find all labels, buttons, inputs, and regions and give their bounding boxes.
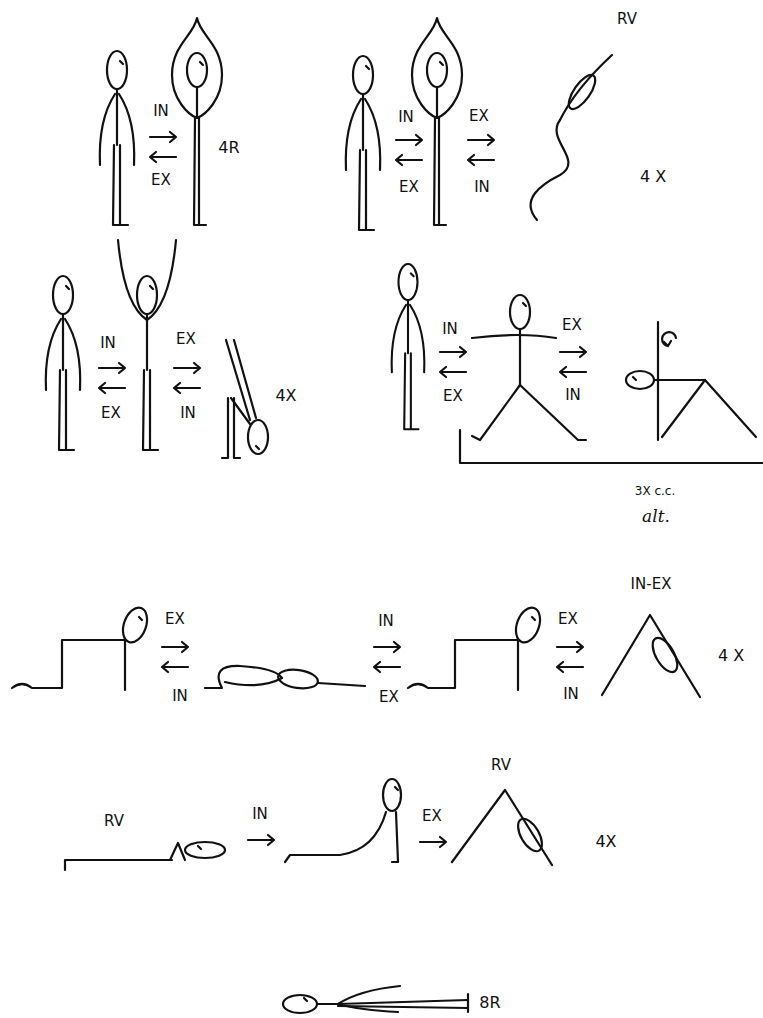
standing-figure (100, 51, 134, 225)
standing-figure (392, 264, 425, 429)
breath-label: EX (560, 317, 584, 334)
breath-label: IN (170, 688, 190, 705)
breath-label: IN-EX (629, 576, 674, 593)
variation-mark: RV (615, 11, 639, 28)
forward-fold-figure (531, 55, 612, 220)
arms-up-figure (172, 18, 222, 225)
breath-label: EX (397, 179, 421, 196)
breath-label: EX (441, 388, 465, 405)
breath-label: IN (472, 179, 492, 196)
repeat-count: 4 X (638, 168, 668, 186)
breath-label: IN (376, 613, 396, 630)
breath-label: EX (467, 108, 491, 125)
breath-label: IN (151, 103, 171, 120)
repeat-count: 4X (593, 833, 618, 851)
standing-figure (346, 56, 380, 230)
downward-dog-figure (602, 615, 700, 697)
table-pose-figure (408, 604, 544, 690)
repeat-count: 4R (216, 139, 241, 157)
savasana-figure (283, 986, 468, 1013)
child-pose-figure (205, 666, 365, 691)
breath-label: EX (163, 611, 187, 628)
breath-arrows (248, 835, 446, 847)
breath-label: IN (396, 109, 416, 126)
breath-label: IN (250, 806, 270, 823)
breath-label: IN (98, 335, 118, 352)
standing-figure (46, 276, 80, 450)
breath-label: IN (440, 321, 460, 338)
breath-label: IN (178, 405, 198, 422)
plank-figure (65, 842, 225, 870)
bracket (460, 430, 763, 463)
repeat-count: 8R (477, 994, 502, 1012)
breath-label: EX (149, 172, 173, 189)
breath-arrows (440, 347, 586, 377)
arms-raised-figure (118, 240, 176, 450)
repeat-count: 4X (273, 387, 298, 405)
table-pose-figure (12, 604, 151, 690)
cobra-figure (285, 779, 401, 862)
breath-label: EX (556, 611, 580, 628)
breath-label: EX (174, 331, 198, 348)
triangle-pose-figure (626, 322, 756, 440)
forward-fold-figure (222, 340, 268, 458)
repeat-count: 4 X (716, 647, 746, 665)
breath-label: EX (420, 808, 444, 825)
breath-label: IN (563, 387, 583, 404)
variation-mark: RV (489, 757, 513, 774)
breath-arrows (99, 363, 200, 393)
note: alt. (640, 507, 672, 527)
breath-label: IN (561, 686, 581, 703)
breath-arrows (396, 135, 494, 165)
breath-label: EX (377, 689, 401, 706)
downward-dog-figure (452, 790, 552, 865)
variation-mark: RV (102, 813, 126, 830)
wide-stance-figure (472, 295, 586, 440)
breath-arrows (150, 132, 176, 162)
repeat-count: 3X c.c. (633, 485, 678, 499)
breath-label: EX (99, 405, 123, 422)
